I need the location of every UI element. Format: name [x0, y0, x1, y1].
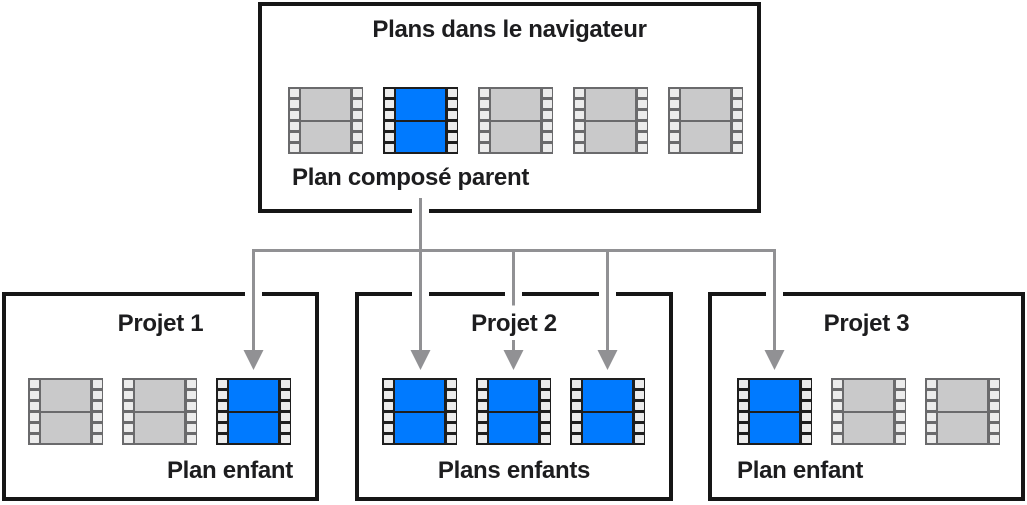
- sprocket-holes: [122, 380, 134, 443]
- sprocket-holes: [988, 380, 1000, 443]
- filmstrip-frames: [396, 89, 445, 152]
- filmstrip-clip: [668, 87, 743, 154]
- sprocket-holes: [446, 89, 458, 152]
- filmstrip-clip: [122, 378, 197, 445]
- sprocket-holes: [573, 89, 585, 152]
- sprocket-holes: [894, 380, 906, 443]
- sprocket-holes: [383, 89, 395, 152]
- filmstrip-clip: [478, 87, 553, 154]
- sprocket-holes: [351, 89, 363, 152]
- filmstrip-clip-highlighted: [382, 378, 457, 445]
- sprocket-holes: [382, 380, 394, 443]
- sprocket-holes: [541, 89, 553, 152]
- filmstrip-clip: [573, 87, 648, 154]
- parent-compound-clip-label: Plan composé parent: [292, 164, 530, 191]
- sprocket-holes: [91, 380, 103, 443]
- filmstrip-clip: [925, 378, 1000, 445]
- project-1-box: Projet 1 Plan enfant: [2, 292, 319, 501]
- sprocket-holes: [737, 380, 749, 443]
- project-3-box: Projet 3 Plan enfant: [708, 292, 1025, 501]
- filmstrip-clip: [28, 378, 103, 445]
- filmstrip-clip-highlighted: [216, 378, 291, 445]
- sprocket-holes: [831, 380, 843, 443]
- sprocket-holes: [28, 380, 40, 443]
- sprocket-holes: [288, 89, 300, 152]
- project-3-child-clip-label: Plan enfant: [737, 457, 864, 484]
- browser-box: Plans dans le navigateur Plan composé pa…: [258, 2, 761, 213]
- filmstrip-clip-highlighted: [476, 378, 551, 445]
- project-1-child-clip-label: Plan enfant: [166, 457, 293, 484]
- project-2-title: Projet 2: [471, 310, 557, 337]
- sprocket-holes: [925, 380, 937, 443]
- browser-clips-row: [288, 87, 743, 154]
- filmstrip-frames: [301, 89, 350, 152]
- filmstrip-clip-highlighted: [570, 378, 645, 445]
- project-3-title: Projet 3: [823, 310, 910, 337]
- filmstrip-frames: [489, 380, 538, 443]
- filmstrip-clip: [288, 87, 363, 154]
- filmstrip-frames: [491, 89, 540, 152]
- filmstrip-clip-highlighted: [737, 378, 812, 445]
- filmstrip-frames: [586, 89, 635, 152]
- filmstrip-frames: [229, 380, 278, 443]
- project-1-clips-row: [28, 378, 291, 445]
- sprocket-holes: [633, 380, 645, 443]
- sprocket-holes: [216, 380, 228, 443]
- sprocket-holes: [185, 380, 197, 443]
- sprocket-holes: [478, 89, 490, 152]
- filmstrip-frames: [681, 89, 730, 152]
- filmstrip-clip-highlighted: [383, 87, 458, 154]
- filmstrip-frames: [844, 380, 893, 443]
- sprocket-holes: [800, 380, 812, 443]
- project-2-child-clips-label: Plans enfants: [437, 457, 591, 484]
- filmstrip-frames: [938, 380, 987, 443]
- project-2-clips-row: [382, 378, 645, 445]
- sprocket-holes: [476, 380, 488, 443]
- filmstrip-frames: [395, 380, 444, 443]
- sprocket-holes: [731, 89, 743, 152]
- sprocket-holes: [539, 380, 551, 443]
- sprocket-holes: [445, 380, 457, 443]
- sprocket-holes: [279, 380, 291, 443]
- filmstrip-frames: [135, 380, 184, 443]
- browser-box-title: Plans dans le navigateur: [372, 16, 647, 43]
- project-3-clips-row: [737, 378, 1000, 445]
- filmstrip-frames: [750, 380, 799, 443]
- sprocket-holes: [668, 89, 680, 152]
- sprocket-holes: [570, 380, 582, 443]
- filmstrip-clip: [831, 378, 906, 445]
- filmstrip-frames: [583, 380, 632, 443]
- filmstrip-frames: [41, 380, 90, 443]
- sprocket-holes: [636, 89, 648, 152]
- project-2-box: Projet 2 Plans enfants: [355, 292, 673, 501]
- project-1-title: Projet 1: [117, 310, 204, 337]
